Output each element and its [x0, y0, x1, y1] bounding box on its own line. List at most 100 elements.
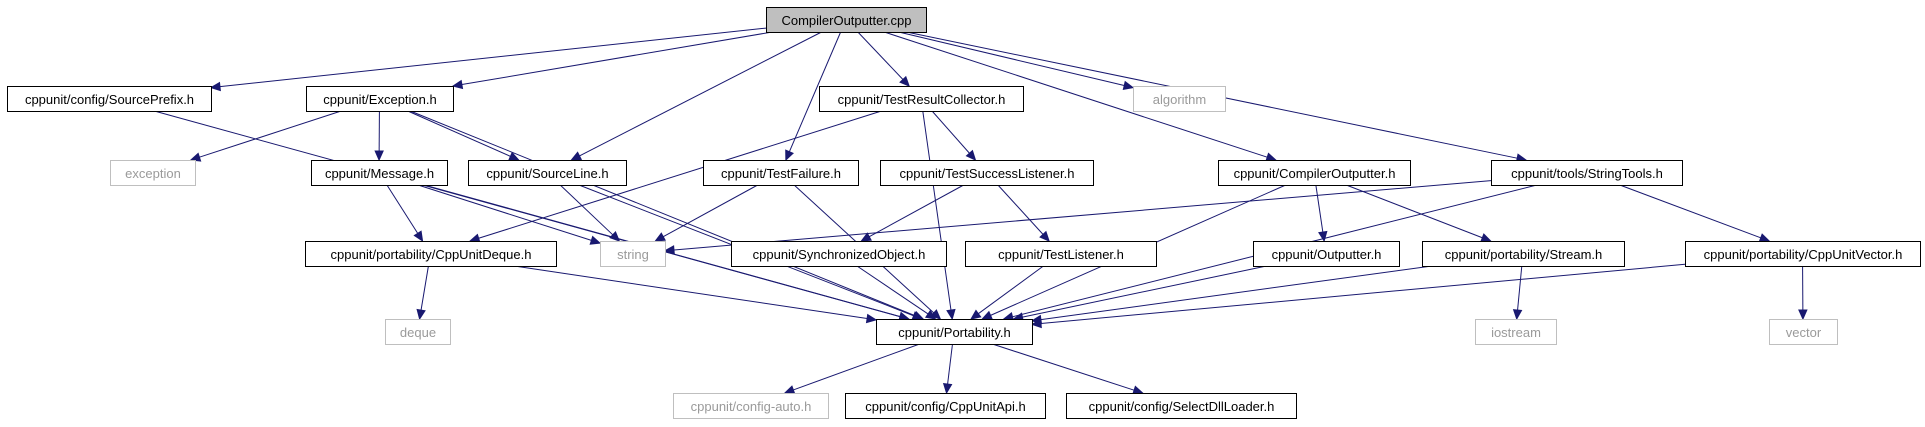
edge-arrowhead: [1122, 80, 1135, 91]
node-box: [110, 160, 196, 186]
edge-arrowhead: [965, 149, 977, 161]
edge-stringtools-to-string: [663, 180, 1492, 255]
edge-message-to-cppunitdeque: [386, 184, 424, 243]
edge-line: [514, 265, 868, 320]
edge-arrowhead: [1265, 152, 1277, 162]
edge-tsl-to-syncobj: [860, 184, 964, 242]
node-stringtools[interactable]: cppunit/tools/StringTools.h: [1491, 160, 1683, 186]
edges-layer: [154, 27, 1808, 395]
edge-arrowhead: [1480, 233, 1492, 243]
edge-testfailure-to-string: [654, 184, 758, 242]
edge-line: [868, 184, 964, 238]
node-label: cppunit/SynchronizedObject.h: [753, 247, 926, 262]
node-cppunitdeque[interactable]: cppunit/portability/CppUnitDeque.h: [305, 241, 557, 267]
node-exception_h[interactable]: cppunit/Exception.h: [306, 86, 454, 112]
edge-root-to-sourceprefix: [209, 27, 767, 92]
node-label: cppunit/Portability.h: [898, 325, 1011, 340]
edge-line: [922, 110, 952, 311]
node-iostream[interactable]: iostream: [1475, 319, 1557, 345]
node-outputter[interactable]: cppunit/Outputter.h: [1253, 241, 1400, 267]
edge-stringtools-to-cppunitvector: [1619, 184, 1771, 243]
node-testfailure[interactable]: cppunit/TestFailure.h: [703, 160, 859, 186]
node-root[interactable]: CompilerOutputter.cpp: [766, 7, 927, 33]
edge-root-to-exception_h: [451, 31, 773, 90]
edge-line: [1022, 265, 1267, 318]
edge-line: [931, 110, 970, 154]
node-testlistener[interactable]: cppunit/TestListener.h: [965, 241, 1157, 267]
node-message[interactable]: cppunit/Message.h: [311, 160, 448, 186]
edge-arrowhead: [589, 235, 602, 245]
edge-compout_h-to-stream: [1346, 184, 1492, 243]
node-box: [703, 160, 859, 186]
node-box: [673, 393, 829, 419]
node-tsl[interactable]: cppunit/TestSuccessListener.h: [880, 160, 1094, 186]
edge-line: [579, 31, 822, 157]
node-box: [385, 319, 451, 345]
edge-exception_h-to-message: [374, 110, 384, 162]
node-box: [880, 160, 1094, 186]
edge-line: [1040, 263, 1686, 325]
node-syncobj[interactable]: cppunit/SynchronizedObject.h: [731, 241, 947, 267]
node-configauto[interactable]: cppunit/config-auto.h: [673, 393, 829, 419]
edge-line: [898, 31, 1125, 86]
node-exception[interactable]: exception: [110, 160, 196, 186]
edge-arrowhead: [1039, 230, 1050, 242]
edge-arrowhead: [942, 382, 953, 395]
edge-line: [793, 343, 920, 391]
edge-trc-to-tsl: [931, 110, 977, 161]
node-label: cppunit/CompilerOutputter.h: [1234, 166, 1396, 181]
node-sourceline[interactable]: cppunit/SourceLine.h: [468, 160, 627, 186]
edge-line: [199, 110, 342, 158]
edge-line: [219, 27, 767, 88]
node-stream[interactable]: cppunit/portability/Stream.h: [1422, 241, 1625, 267]
node-portability[interactable]: cppunit/Portability.h: [876, 319, 1033, 345]
node-label: cppunit/TestListener.h: [998, 247, 1124, 262]
node-trc[interactable]: cppunit/TestResultCollector.h: [819, 86, 1024, 112]
node-box: [1491, 160, 1683, 186]
node-sourceprefix[interactable]: cppunit/config/SourcePrefix.h: [7, 86, 212, 112]
node-label: algorithm: [1153, 92, 1206, 107]
node-string[interactable]: string: [600, 241, 666, 267]
node-box: [1475, 319, 1557, 345]
edge-arrowhead: [663, 245, 675, 255]
node-label: cppunit/config/CppUnitApi.h: [865, 399, 1025, 414]
node-algorithm[interactable]: algorithm: [1133, 86, 1226, 112]
edge-arrowhead: [570, 151, 583, 161]
edge-message-to-string: [417, 184, 602, 245]
node-label: CompilerOutputter.cpp: [781, 13, 911, 28]
edge-line: [407, 110, 511, 157]
node-label: cppunit/SourceLine.h: [486, 166, 608, 181]
node-box: [311, 160, 448, 186]
edge-line: [478, 110, 882, 239]
edge-line: [997, 184, 1044, 235]
edge-compout_h-to-outputter: [1315, 184, 1328, 243]
node-box: [305, 241, 557, 267]
node-box: [468, 160, 627, 186]
edge-exception_h-to-exception: [189, 110, 342, 162]
edge-arrowhead: [860, 232, 872, 242]
edge-line: [417, 184, 592, 241]
node-label: cppunit/TestSuccessListener.h: [900, 166, 1075, 181]
node-box: [1218, 160, 1411, 186]
edge-line: [410, 110, 916, 317]
node-cppunitapi[interactable]: cppunit/config/CppUnitApi.h: [845, 393, 1046, 419]
edge-line: [1315, 184, 1324, 233]
node-cppunitvector[interactable]: cppunit/portability/CppUnitVector.h: [1685, 241, 1921, 267]
edge-line: [978, 265, 1044, 315]
edge-arrowhead: [609, 231, 621, 242]
node-label: string: [617, 247, 649, 262]
node-label: cppunit/config/SourcePrefix.h: [25, 92, 194, 107]
node-label: cppunit/Message.h: [325, 166, 434, 181]
edge-line: [673, 180, 1492, 251]
edge-root-to-sourceline: [570, 31, 822, 161]
node-box: [819, 86, 1024, 112]
node-label: cppunit/Outputter.h: [1272, 247, 1382, 262]
node-selectdll[interactable]: cppunit/config/SelectDllLoader.h: [1066, 393, 1297, 419]
node-compout_h[interactable]: cppunit/CompilerOutputter.h: [1218, 160, 1411, 186]
node-deque[interactable]: deque: [385, 319, 451, 345]
node-label: cppunit/TestResultCollector.h: [838, 92, 1006, 107]
node-label: vector: [1786, 325, 1822, 340]
edge-arrowhead: [508, 151, 520, 161]
edge-exception_h-to-sourceline: [407, 110, 520, 161]
node-vector[interactable]: vector: [1769, 319, 1838, 345]
